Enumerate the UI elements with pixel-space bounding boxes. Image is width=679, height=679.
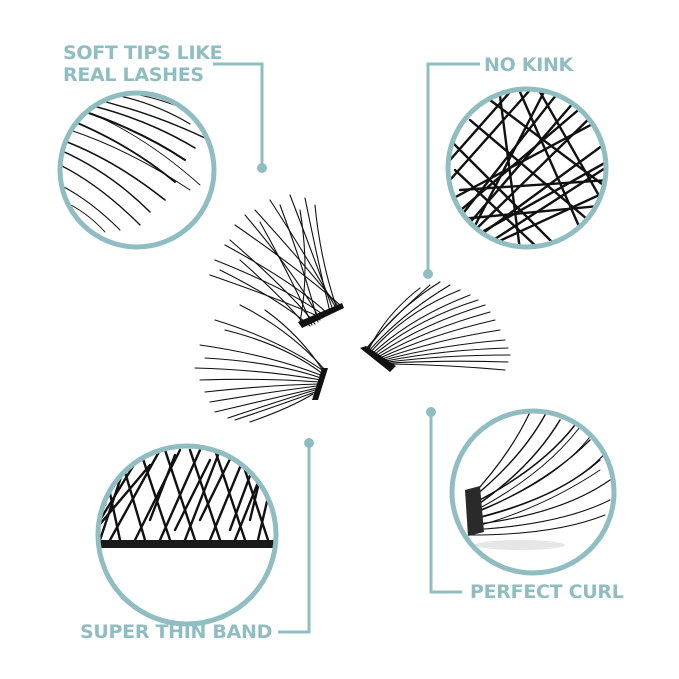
- lash-cluster-bottom-left: [194, 304, 328, 423]
- closeup-no-kink: [445, 86, 609, 250]
- connector-dot-super-thin-band: [304, 438, 314, 448]
- connector-dot-perfect-curl: [426, 407, 436, 417]
- label-soft-tips-line1: SOFT TIPS LIKE: [63, 42, 223, 64]
- label-super-thin-band: SUPER THIN BAND: [80, 621, 272, 643]
- lash-cluster-top-left: [209, 194, 344, 328]
- connector-perfect-curl: [429, 414, 462, 594]
- label-perfect-curl-line1: PERFECT CURL: [470, 581, 624, 603]
- label-no-kink: NO KINK: [484, 54, 573, 76]
- connector-no-kink: [426, 62, 480, 272]
- closeup-soft-tips: [57, 90, 217, 250]
- label-no-kink-line1: NO KINK: [484, 54, 573, 76]
- closeup-perfect-curl: [449, 408, 617, 576]
- connector-soft-tips: [213, 62, 264, 166]
- label-super-thin-band-line1: SUPER THIN BAND: [80, 621, 273, 643]
- connector-dot-no-kink: [423, 269, 433, 279]
- closeup-super-thin-band: [95, 443, 279, 627]
- lash-cluster-right: [360, 281, 511, 372]
- label-soft-tips: SOFT TIPS LIKE REAL LASHES: [63, 42, 223, 86]
- connector-dot-soft-tips: [257, 163, 267, 173]
- connector-super-thin-band: [278, 445, 311, 634]
- label-perfect-curl: PERFECT CURL: [470, 581, 624, 603]
- label-soft-tips-line2: REAL LASHES: [63, 64, 204, 86]
